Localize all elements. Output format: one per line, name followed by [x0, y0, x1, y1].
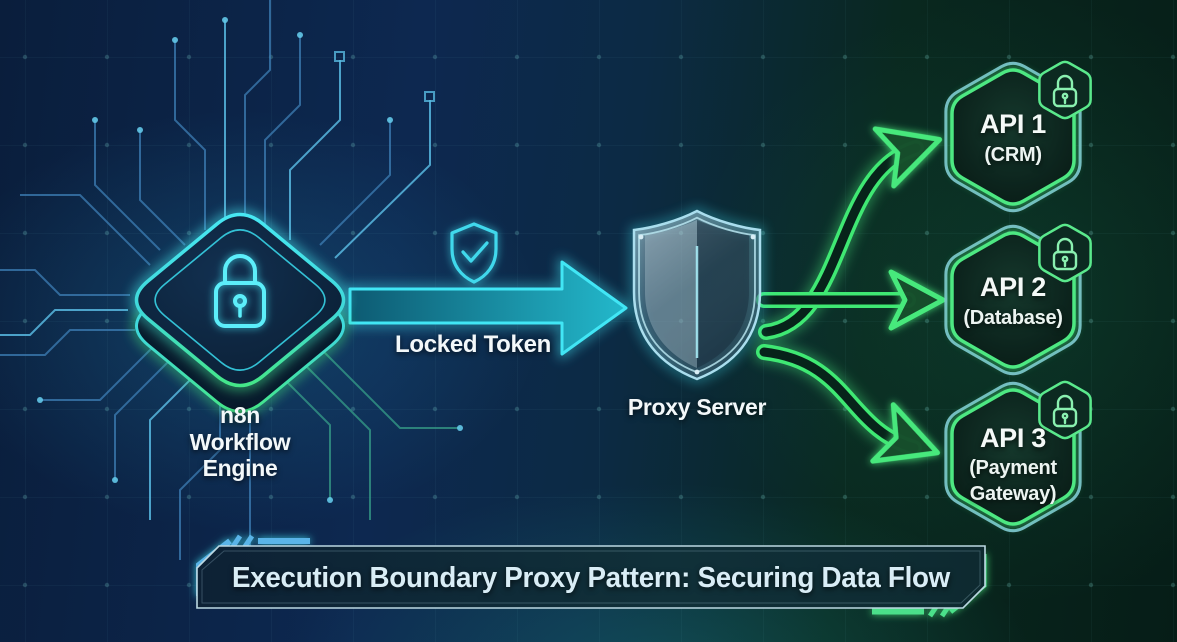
circuit-traces [0, 0, 463, 583]
workflow-engine-line3: Engine [203, 455, 278, 481]
api3-node: API 3 (Payment Gateway) [944, 380, 1092, 533]
api2-node: API 2 (Database) [944, 223, 1092, 376]
api3-subtitle-line2: Gateway) [970, 483, 1057, 505]
locked-token-label: Locked Token [395, 331, 551, 358]
workflow-engine-line2: Workflow [190, 429, 291, 455]
workflow-engine-label: n8n Workflow Engine [190, 402, 291, 481]
lock-badge-icon [1038, 223, 1092, 283]
api3-title: API 3 [980, 423, 1046, 453]
proxy-server-node [634, 211, 760, 379]
arrow-to-api2 [753, 269, 946, 331]
api1-title: API 1 [980, 109, 1046, 139]
workflow-engine-node [137, 215, 344, 412]
token-arrow [347, 256, 632, 360]
api2-title: API 2 [980, 272, 1046, 302]
lock-badge-icon [1038, 380, 1092, 440]
lock-icon [214, 254, 266, 328]
proxy-to-api-arrows [753, 126, 946, 464]
arrow-to-api1 [755, 126, 943, 343]
api1-node: API 1 (CRM) [944, 60, 1092, 213]
proxy-server-label: Proxy Server [628, 394, 767, 420]
banner-title: Execution Boundary Proxy Pattern: Securi… [232, 562, 951, 594]
api2-subtitle: (Database) [963, 307, 1062, 329]
shield-check-icon [450, 222, 498, 284]
arrow-to-api3 [753, 341, 941, 464]
workflow-engine-line1: n8n [220, 402, 260, 428]
banner-box [196, 545, 986, 609]
api1-subtitle: (CRM) [984, 144, 1041, 166]
title-banner: Execution Boundary Proxy Pattern: Securi… [196, 534, 987, 618]
lock-badge-icon [1038, 60, 1092, 120]
api-nodes: API 1 (CRM) API 2 (Database) [944, 60, 1092, 533]
api3-subtitle-line1: (Payment [969, 457, 1057, 479]
